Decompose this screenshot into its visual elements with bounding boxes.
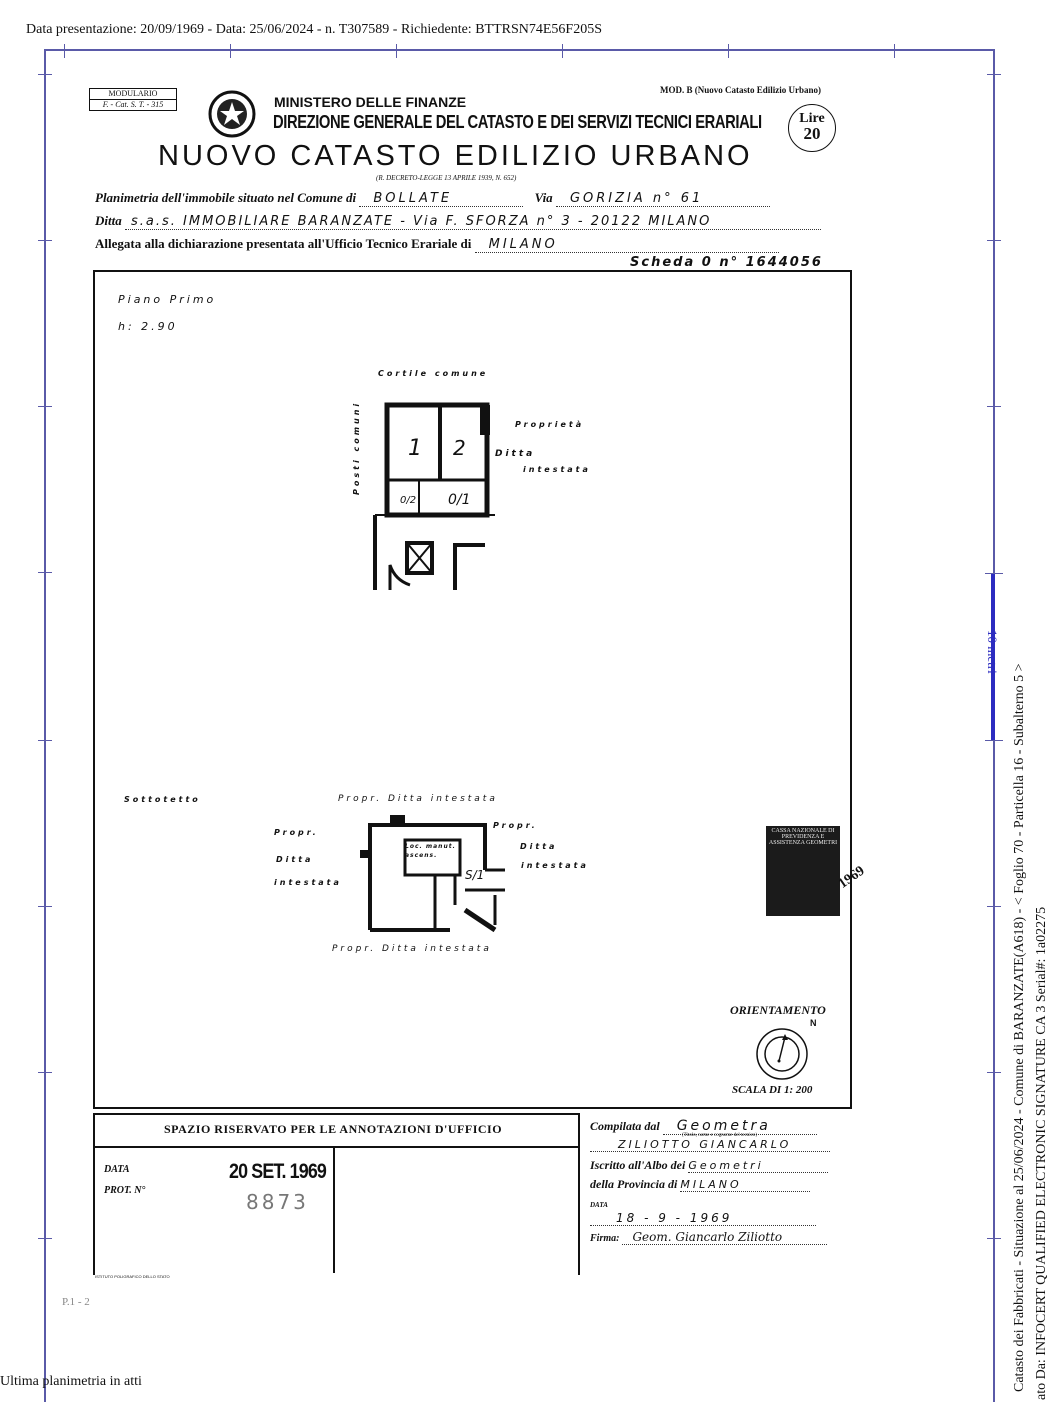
room-4-label: 0/2 — [400, 495, 417, 506]
firma-label: Firma: — [590, 1233, 620, 1244]
prop-bottom-label: Propr. Ditta intestata — [332, 944, 492, 954]
office-annotations-box — [93, 1113, 580, 1275]
direction-label: DIREZIONE GENERALE DEL CATASTO E DEI SER… — [273, 112, 762, 132]
compass-icon — [756, 1028, 808, 1080]
side-signature-line: ato Da: INFOCERT QUALIFIED ELECTRONIC SI… — [1034, 906, 1049, 1400]
scale-bar-label: 10 metri — [985, 630, 1000, 674]
ditta-row: Ditta s.a.s. IMMOBILIARE BARANZATE - Via… — [95, 213, 821, 230]
protocol-number: 8873 — [246, 1190, 309, 1214]
locale-label: Loc. manut. ascens. — [405, 843, 456, 859]
side-info-line: Catasto dei Fabbricati - Situazione al 2… — [1012, 663, 1027, 1392]
scale-label: SCALA DI 1: 200 — [732, 1084, 813, 1096]
comune-row: Planimetria dell'immobile situato nel Co… — [95, 190, 830, 207]
stamp-lire: Lire — [799, 111, 825, 126]
room-2-label: 2 — [453, 436, 469, 460]
via-label: Via — [534, 190, 553, 205]
compiler-block: Compilata dal Geometra (Titolo, nome e c… — [590, 1118, 830, 1245]
attic-floor-plan — [360, 815, 505, 933]
office-title: SPAZIO RISERVATO PER LE ANNOTAZIONI D'UF… — [164, 1122, 503, 1136]
compiler-date-label: DATA — [590, 1201, 608, 1209]
ministry-label: MINISTERO DELLE FINANZE — [274, 94, 467, 110]
comune-value: BOLLATE — [359, 191, 524, 207]
compiler-date: 18 - 9 - 1969 — [590, 1211, 816, 1226]
compiler-title: Geometra — [662, 1118, 817, 1135]
modulario-label: MODULARIO — [108, 89, 158, 98]
altezza-label: h: 2.90 — [118, 320, 178, 333]
room-5-label: S/1 — [465, 868, 485, 882]
cortile-label: Cortile comune — [378, 369, 489, 378]
allegata-row: Allegata alla dichiarazione presentata a… — [95, 236, 779, 253]
north-label: N — [810, 1018, 817, 1028]
prop-right-1: Propr. — [493, 821, 538, 830]
stamp-text: CASSA NAZIONALE DI PREVIDENZA E ASSISTEN… — [768, 828, 838, 846]
page-mark: P.1 - 2 — [62, 1296, 90, 1308]
planimetria-label: Planimetria dell'immobile situato nel Co… — [95, 190, 357, 205]
compiler-name: ZILIOTTO GIANCARLO — [590, 1138, 830, 1152]
room-1-label: 1 — [408, 436, 425, 461]
provincia-label: della Provincia di — [590, 1177, 678, 1191]
emblem-icon — [208, 90, 256, 138]
form-title: NUOVO CATASTO EDILIZIO URBANO — [158, 140, 753, 172]
document-header: Data presentazione: 20/09/1969 - Data: 2… — [26, 22, 602, 37]
printer-label: ISTITUTO POLIGRAFICO DELLO STATO — [95, 1274, 170, 1279]
decree-label: (R. DECRETO-LEGGE 13 APRILE 1939, N. 652… — [376, 174, 517, 182]
prop-right-3: intestata — [521, 861, 589, 870]
room-3-label: 0/1 — [448, 492, 471, 508]
ditta-plan-label: Ditta — [495, 449, 536, 459]
albo-value: Geometri — [688, 1159, 829, 1173]
prop-left-3: intestata — [274, 878, 342, 887]
via-value: GORIZIA n° 61 — [555, 191, 770, 207]
modulario-box: MODULARIO F. - Cat. S. T. - 315 — [89, 88, 177, 111]
compiler-title-hint: (Titolo, nome e cognome del tecnico) — [682, 1133, 758, 1138]
prop-left-1: Propr. — [274, 828, 319, 837]
prop-top-label: Propr. Ditta intestata — [338, 794, 498, 804]
intestata-plan-label: intestata — [523, 465, 591, 474]
prop-right-2: Ditta — [520, 842, 558, 851]
sottotetto-label: Sottotetto — [124, 795, 201, 804]
office-data-label: DATA — [104, 1164, 130, 1175]
office-prot-label: PROT. N° — [104, 1185, 146, 1196]
stamp-value: 20 — [803, 124, 821, 143]
proprieta-label: Proprietà — [515, 420, 585, 429]
scale-bar — [991, 573, 995, 741]
prop-left-2: Ditta — [276, 855, 314, 864]
revenue-stamp-image: CASSA NAZIONALE DI PREVIDENZA E ASSISTEN… — [766, 826, 840, 916]
allegata-label: Allegata alla dichiarazione presentata a… — [95, 236, 472, 251]
piano-label: Piano Primo — [118, 293, 217, 306]
first-floor-plan — [373, 402, 495, 590]
ditta-label: Ditta — [95, 213, 122, 228]
compilata-label: Compilata dal — [590, 1119, 660, 1133]
albo-label: Iscritto all'Albo dei — [590, 1158, 686, 1172]
revenue-stamp: Lire 20 — [788, 104, 836, 152]
mod-b-label: MOD. B (Nuovo Catasto Edilizio Urbano) — [660, 85, 822, 95]
orientamento-label: ORIENTAMENTO — [730, 1003, 826, 1017]
provincia-value: MILANO — [680, 1178, 811, 1192]
ufficio-value: MILANO — [474, 237, 779, 253]
modulario-code: F. - Cat. S. T. - 315 — [90, 99, 176, 110]
drawing-area — [93, 270, 852, 1109]
office-date-stamp: 20 SET. 1969 — [229, 1160, 327, 1183]
scheda-number: Scheda 0 n° 1644056 — [630, 255, 823, 270]
signature: Geom. Giancarlo Ziliotto — [622, 1230, 828, 1245]
ditta-value: s.a.s. IMMOBILIARE BARANZATE - Via F. SF… — [124, 214, 821, 230]
document-footer: Ultima planimetria in atti — [0, 1374, 142, 1389]
